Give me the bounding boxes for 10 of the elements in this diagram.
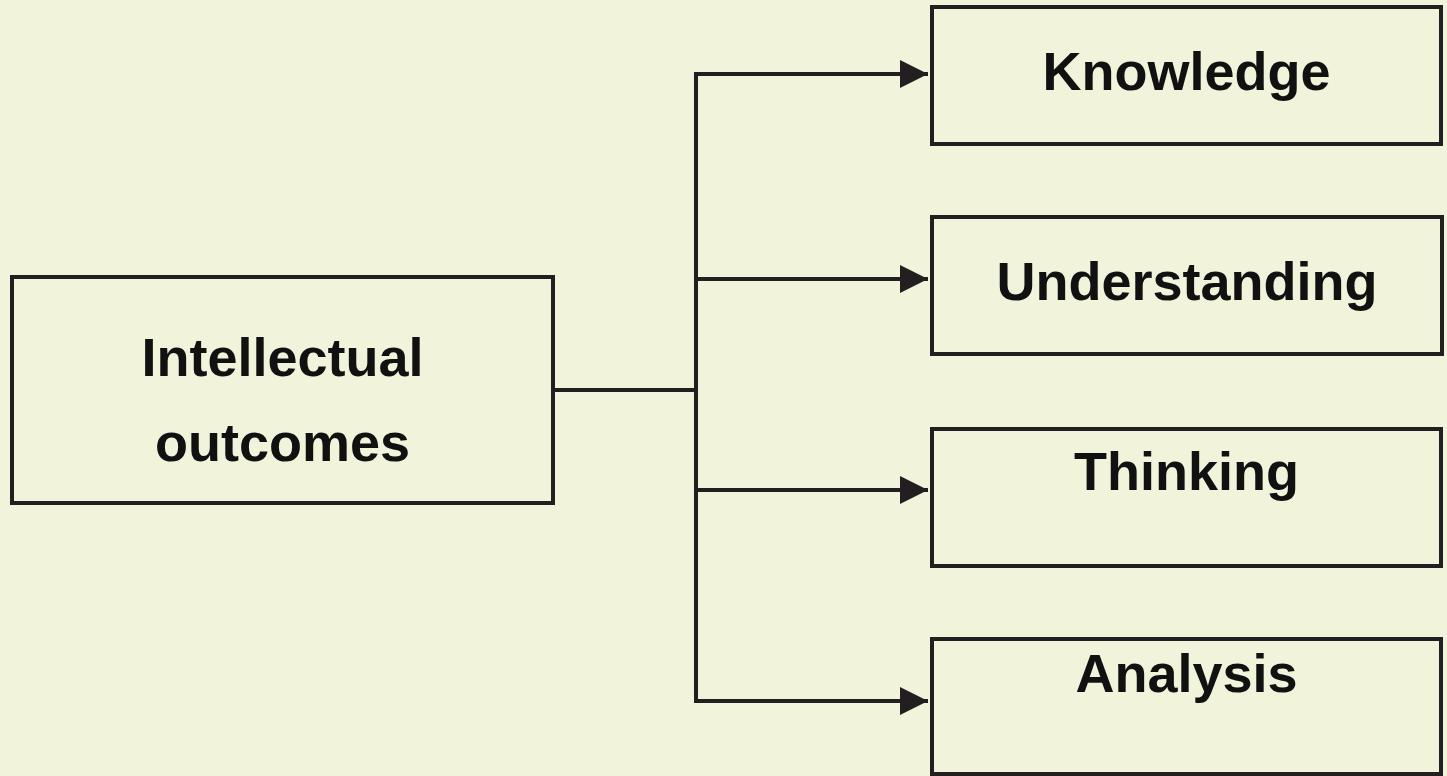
outcome-box bbox=[930, 637, 1443, 776]
outcome-box bbox=[930, 427, 1443, 568]
box-label: Thinking bbox=[1073, 440, 1300, 503]
outcome-box bbox=[930, 215, 1444, 356]
outcome-box bbox=[930, 5, 1443, 146]
box-label: Intellectual outcomes bbox=[140, 326, 425, 474]
box-label: Understanding bbox=[995, 250, 1379, 313]
source-box bbox=[10, 275, 555, 505]
box-label: Knowledge bbox=[1041, 40, 1332, 103]
box-label: Analysis bbox=[1074, 642, 1299, 705]
